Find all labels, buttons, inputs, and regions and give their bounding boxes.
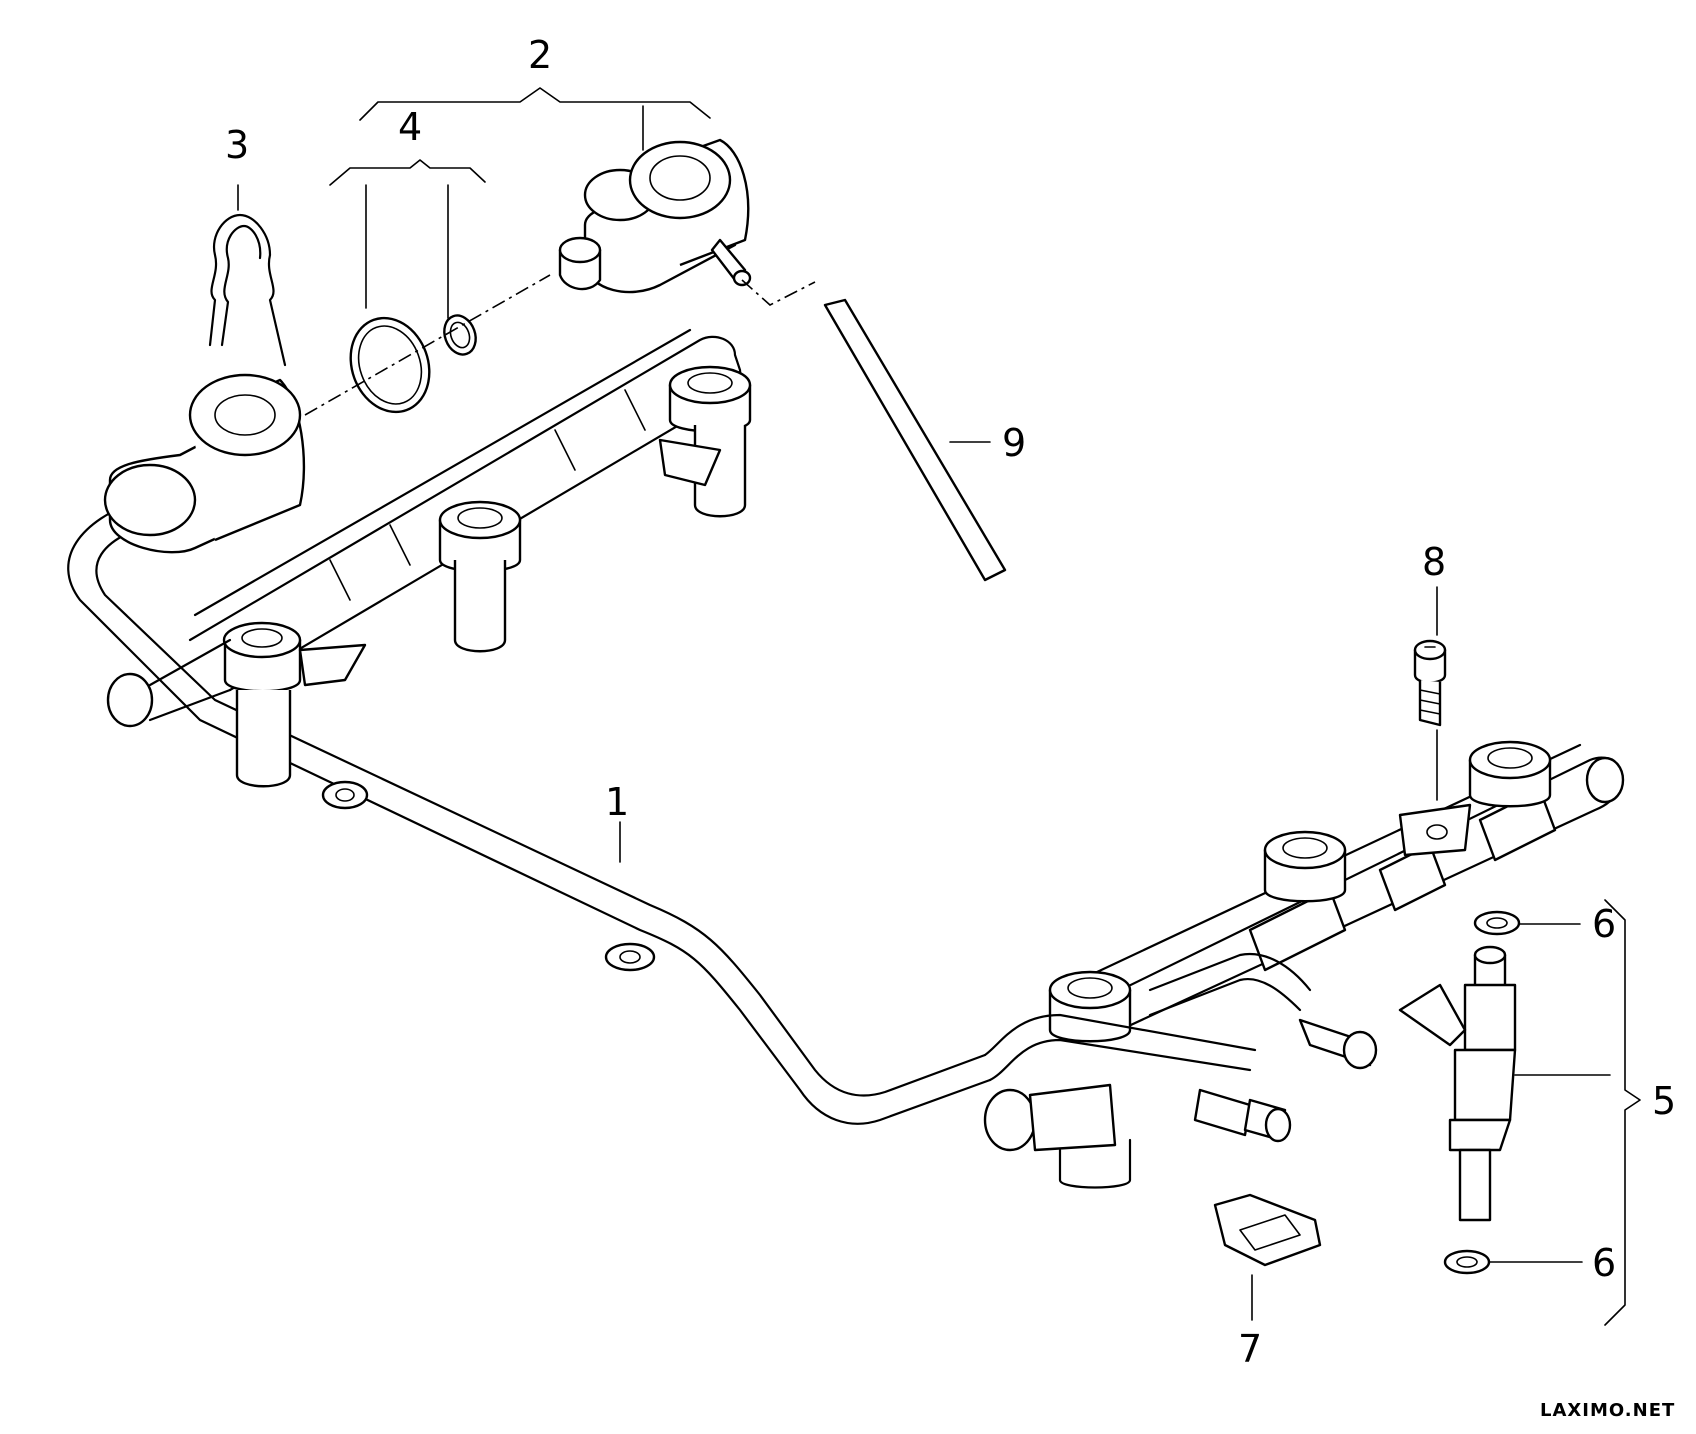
fuel-rail-left (106, 328, 752, 788)
callout-8: 8 (1422, 540, 1446, 584)
injector-cup (1468, 740, 1552, 808)
callout-1: 1 (605, 780, 629, 824)
o-rings (349, 314, 477, 414)
fuel-injector (1398, 945, 1517, 1222)
injector-cup (668, 365, 752, 518)
injector-seals (1443, 910, 1521, 1275)
injector-cup (1048, 970, 1132, 1043)
callout-4: 4 (398, 105, 422, 149)
callout-2: 2 (528, 33, 552, 77)
injector-cup (438, 500, 522, 653)
leader-lines (237, 87, 1641, 1326)
callout-7: 7 (1238, 1327, 1262, 1371)
bolt (1413, 639, 1447, 727)
callout-6-upper: 6 (1592, 902, 1616, 946)
injector-cup (222, 621, 302, 788)
assembly-lines (304, 274, 816, 416)
retaining-clip (208, 213, 287, 367)
injector-clip (1213, 1193, 1322, 1267)
callout-6-lower: 6 (1592, 1241, 1616, 1285)
callout-5: 5 (1652, 1079, 1676, 1123)
fuel-return-tube (67, 498, 992, 1125)
callout-9: 9 (1002, 421, 1026, 465)
callout-3: 3 (225, 123, 249, 167)
watermark: LAXIMO.NET (1540, 1400, 1675, 1421)
injector-cup (1263, 830, 1347, 903)
vacuum-hose (823, 298, 1007, 582)
crossover-pipes (983, 952, 1378, 1189)
fuel-rail-right (1048, 740, 1625, 1043)
regulator-housing (103, 373, 306, 554)
pressure-regulator (558, 138, 752, 294)
